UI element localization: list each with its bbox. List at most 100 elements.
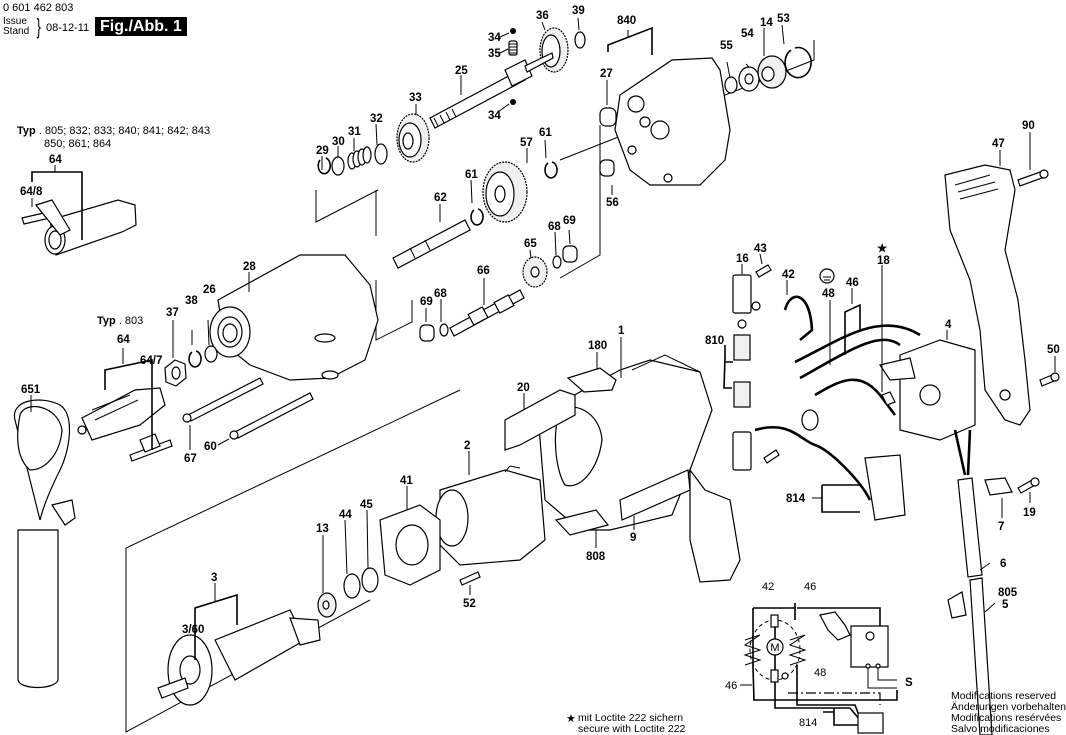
label-19: 19 — [1023, 507, 1036, 519]
part-44-washer — [343, 573, 361, 599]
part-808-label — [554, 509, 610, 536]
label-808: 808 — [586, 551, 606, 563]
label-20: 20 — [517, 382, 530, 394]
label-25: 25 — [455, 65, 468, 77]
type-prefix: Typ — [97, 315, 116, 327]
label-69-b: 69 — [420, 296, 433, 308]
part-52-screw — [459, 571, 481, 586]
part-16-brush-holder-top — [732, 274, 761, 314]
type-models: . 803 — [118, 315, 144, 327]
document-number: 0 601 462 803 — [3, 2, 74, 14]
figure-label: Fig./Abb. 1 — [95, 17, 187, 36]
part-4-switch — [879, 339, 976, 441]
part-56-bushing — [599, 159, 615, 177]
part-68-washer-b — [439, 323, 449, 337]
part-32-washer — [374, 143, 388, 165]
label-180: 180 — [588, 340, 607, 352]
label-38: 38 — [185, 295, 198, 307]
part-39-washer — [574, 31, 586, 49]
part-31-spring — [347, 146, 372, 170]
label-42: 42 — [782, 269, 795, 281]
bracket-810 — [723, 345, 733, 389]
label-64: 64 — [49, 154, 62, 166]
part-47-handle-half — [944, 164, 1031, 426]
label-34-b: 34 — [488, 110, 501, 122]
part-810-carbon-brushes — [733, 319, 751, 408]
part-651-aux-handle — [13, 399, 76, 689]
label-64-b: 64 — [117, 334, 130, 346]
label-52: 52 — [463, 598, 476, 610]
brace-symbol: } — [36, 14, 41, 39]
label-810: 810 — [705, 335, 724, 347]
part-69-bushing-a — [562, 245, 578, 263]
label-54: 54 — [741, 28, 754, 40]
label-18: 18 — [877, 255, 890, 267]
wiring-schematic: M — [743, 603, 898, 734]
part-65-pinion — [522, 256, 548, 288]
part-814-suppressor — [801, 409, 906, 521]
label-68: 68 — [548, 221, 561, 233]
part-34-ball-lower — [510, 99, 516, 105]
part-57-gear — [482, 161, 528, 223]
part-55-washer — [724, 76, 738, 94]
schematic-label-48: 48 — [814, 667, 826, 679]
label-66: 66 — [477, 265, 490, 277]
label-47: 47 — [992, 138, 1005, 150]
part-16-brush-holder-bottom — [732, 431, 752, 471]
label-805: 805 — [998, 587, 1018, 599]
issue-date: 08-12-11 — [46, 22, 90, 34]
part-35-spring — [508, 40, 518, 56]
part-5-power-cord — [969, 577, 993, 735]
part-53-circlip — [784, 46, 812, 79]
label-46: 46 — [846, 277, 859, 289]
part-29-ring — [317, 157, 332, 175]
label-651: 651 — [21, 384, 41, 396]
label-53: 53 — [777, 13, 790, 25]
part-33-gear — [396, 113, 430, 163]
part-62-shaft — [392, 219, 471, 269]
modifications-notice: Modifications reserved Änderungen vorbeh… — [951, 691, 1066, 735]
modifications-de: Änderungen vorbehalten — [951, 701, 1066, 713]
part-60-screw — [229, 392, 314, 440]
schematic-label-42: 42 — [762, 581, 774, 593]
frame-gearset — [315, 189, 379, 223]
label-69: 69 — [563, 215, 576, 227]
label-814: 814 — [786, 493, 806, 505]
label-30: 30 — [332, 136, 345, 148]
label-32: 32 — [370, 113, 383, 125]
schematic-label-814: 814 — [799, 717, 817, 729]
label-36: 36 — [536, 10, 549, 22]
part-42-lead — [783, 295, 814, 341]
part-180-label — [566, 367, 617, 393]
label-64-7: 64/7 — [140, 355, 162, 367]
part-64-quick-chuck — [44, 199, 137, 256]
mains-symbol-icon: S — [905, 677, 913, 689]
part-14-bearing — [757, 55, 787, 89]
label-41: 41 — [400, 475, 413, 487]
label-60: 60 — [204, 441, 217, 453]
bracket-814 — [821, 484, 860, 513]
label-44: 44 — [339, 509, 352, 521]
label-4: 4 — [945, 319, 952, 331]
type-note-main: Typ . 805; 832; 833; 840; 841; 842; 843 — [17, 125, 210, 137]
modifications-en: Modifications reserved — [951, 690, 1057, 702]
part-43-screw-top — [755, 264, 772, 278]
label-29: 29 — [316, 145, 329, 157]
label-64-8: 64/8 — [20, 186, 43, 198]
part-2-field — [435, 465, 546, 566]
label-57: 57 — [520, 137, 533, 149]
label-3-60: 3/60 — [182, 624, 204, 636]
label-68-b: 68 — [434, 288, 447, 300]
label-90: 90 — [1022, 120, 1035, 132]
part-6-cable-sleeve — [947, 429, 983, 619]
label-55: 55 — [720, 40, 733, 52]
label-45: 45 — [360, 499, 373, 511]
part-64-7-key — [129, 433, 173, 462]
part-69-bushing-b — [419, 324, 435, 342]
field-coil-left — [743, 634, 762, 666]
part-45-washer — [361, 567, 379, 593]
label-67: 67 — [184, 453, 197, 465]
label-31: 31 — [348, 126, 361, 138]
part-90-screw — [1017, 169, 1049, 187]
